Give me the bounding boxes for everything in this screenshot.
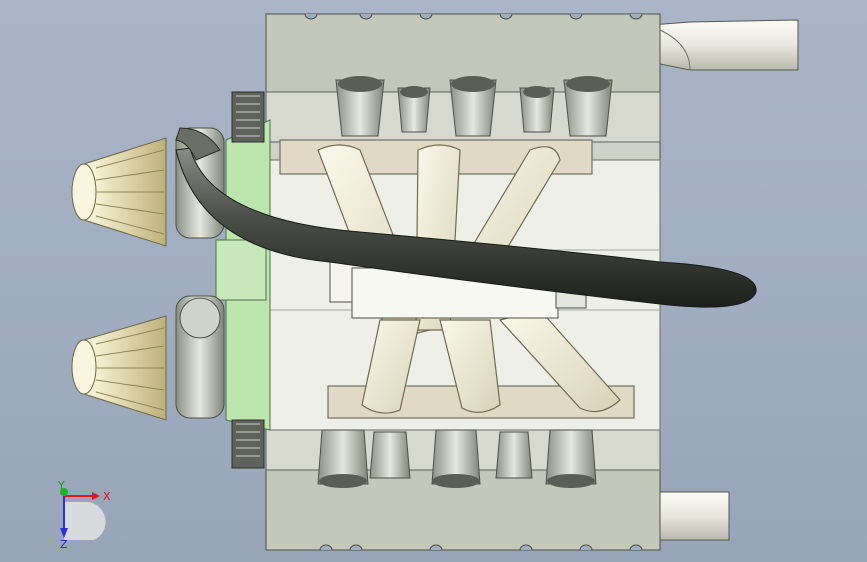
timing-bracket	[215, 91, 271, 469]
y-axis-label: Y	[57, 480, 65, 492]
top-spark-ports	[335, 76, 613, 137]
bottom-spark-ports	[317, 429, 597, 488]
exhaust-pipe-top	[637, 19, 799, 71]
z-axis-arrow	[60, 528, 68, 538]
x-axis-arrow	[92, 492, 100, 500]
z-axis-label: Z	[60, 538, 68, 550]
coordinate-triad: X Y Z	[57, 480, 111, 550]
exhaust-pipe-bottom	[654, 491, 730, 541]
air-filter-bottom	[71, 295, 225, 421]
breather-hose	[175, 147, 757, 308]
x-axis-label: X	[103, 490, 111, 503]
y-axis-marker	[60, 488, 68, 496]
